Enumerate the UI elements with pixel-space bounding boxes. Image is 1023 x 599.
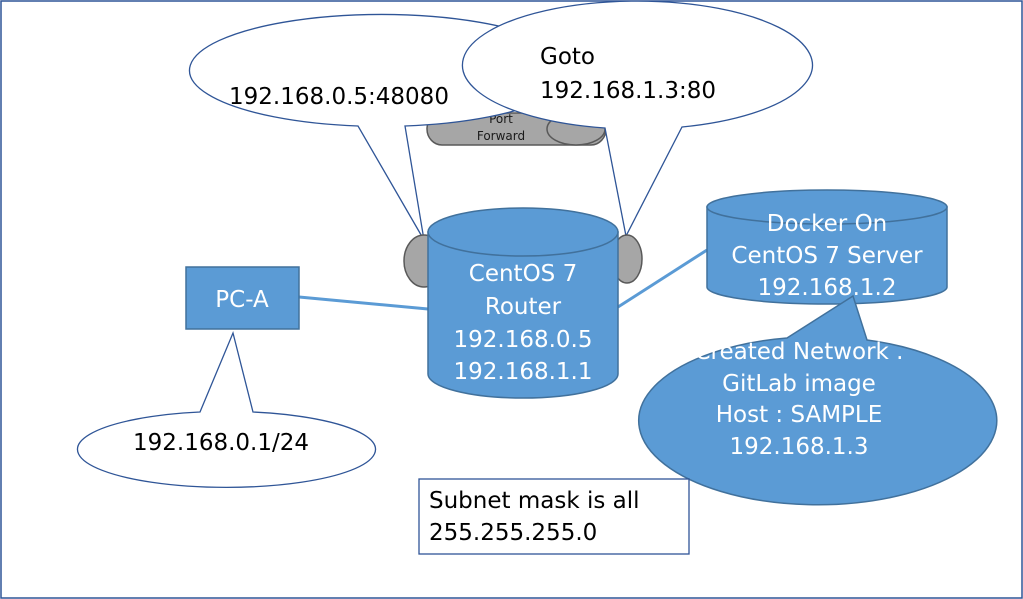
pc-a-node: PC-A (185, 266, 300, 330)
subnet-note-box (418, 478, 690, 555)
link-router-docker (617, 248, 708, 309)
callout-pc-ip-text: 192.168.0.1/24 (133, 430, 309, 456)
subnet-note: Subnet mask is all 255.255.255.0 (418, 478, 690, 555)
gitlab-label-line-4: 192.168.1.3 (730, 434, 869, 460)
router-node: CentOS 7 Router 192.168.0.5 192.168.1.1 (427, 207, 619, 399)
subnet-note-line-2: 255.255.255.0 (429, 520, 597, 546)
docker-label-line-2: CentOS 7 Server (731, 243, 923, 269)
router-cylinder-body (427, 231, 619, 399)
docker-cylinder-top (706, 189, 948, 225)
callout-goto-line-1: Goto (540, 44, 595, 70)
gitlab-label-line-2: GitLab image (722, 371, 876, 397)
pc-a-box (185, 266, 300, 330)
gitlab-label-line-1: Created Network . (695, 339, 904, 365)
gitlab-container-node: Created Network . GitLab image Host : SA… (638, 294, 998, 506)
router-label-line-3: 192.168.0.5 (454, 327, 593, 353)
gitlab-label-line-3: Host : SAMPLE (716, 402, 883, 428)
callout-pc-ip-shape (76, 330, 377, 489)
docker-label-line-3: 192.168.1.2 (758, 275, 897, 301)
gitlab-bubble-shape (638, 294, 998, 506)
docker-server-node: Docker On CentOS 7 Server 192.168.1.2 (706, 189, 948, 305)
link-pc-router (298, 295, 429, 311)
callout-goto: Goto 192.168.1.3:80 (461, 0, 814, 238)
subnet-note-line-1: Subnet mask is all (429, 488, 640, 514)
port-forward-label-line-2: Forward (477, 129, 525, 143)
docker-label-line-1: Docker On (767, 211, 888, 237)
router-label-line-2: Router (485, 294, 562, 320)
router-cylinder-top (427, 207, 619, 257)
router-label-line-1: CentOS 7 (469, 261, 577, 287)
router-label-line-4: 192.168.1.1 (454, 359, 593, 385)
callout-external-port-text: 192.168.0.5:48080 (229, 84, 449, 110)
docker-cylinder-body (706, 206, 948, 305)
pc-a-label: PC-A (215, 287, 269, 313)
callout-goto-shape (461, 0, 814, 238)
callout-pc-ip: 192.168.0.1/24 (76, 330, 377, 489)
callout-goto-line-2: 192.168.1.3:80 (540, 78, 716, 104)
